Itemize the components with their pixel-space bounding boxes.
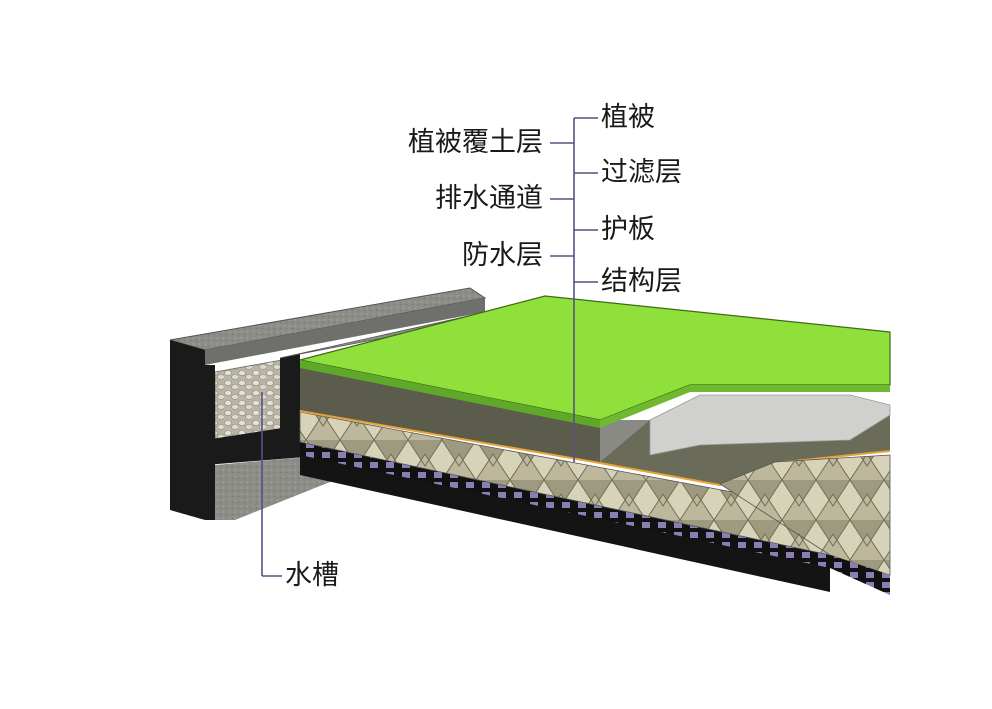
waterproof-membrane: [300, 442, 830, 568]
label-drainage-channel: 排水通道: [435, 183, 543, 214]
label-waterproof-layer: 防水层: [462, 240, 543, 271]
label-protection-board: 护板: [601, 214, 655, 245]
label-filter-layer: 过滤层: [601, 157, 682, 188]
label-gutter: 水槽: [285, 560, 339, 591]
label-vegetation: 植被: [601, 102, 655, 133]
soil-layer: [300, 360, 600, 462]
roof-layers: [299, 295, 891, 595]
label-vegetation-soil-layer: 植被覆土层: [408, 127, 543, 158]
label-structural-layer: 结构层: [601, 266, 682, 297]
leader-lines: [261, 117, 598, 577]
